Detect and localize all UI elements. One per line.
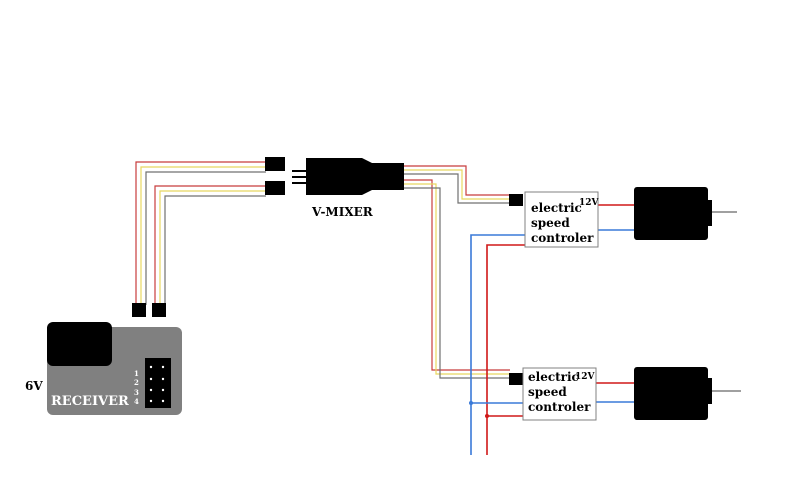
top-esc-line-1: electric xyxy=(531,201,582,215)
mixer-to-top-esc-wires xyxy=(404,165,510,204)
red-junction xyxy=(485,414,489,418)
receiver-connector-1 xyxy=(132,303,146,317)
v-mixer xyxy=(292,158,404,195)
top-esc-voltage: 12V xyxy=(579,198,600,208)
receiver-label: RECEIVER xyxy=(51,394,129,409)
receiver-pins xyxy=(149,365,165,403)
bottom-esc-line-1: electric xyxy=(528,370,579,384)
receiver-connector-2 xyxy=(152,303,166,317)
bottom-esc xyxy=(522,367,597,421)
top-motor xyxy=(634,187,737,240)
bottom-motor xyxy=(634,367,741,420)
receiver xyxy=(47,322,182,415)
mixer-input-connector-2 xyxy=(265,181,285,195)
mixer-input-connector-1 xyxy=(265,157,285,171)
bottom-esc-connector xyxy=(509,373,523,385)
esc-to-motor-wires xyxy=(596,204,634,403)
blue-junction xyxy=(469,401,473,405)
power-wires xyxy=(470,234,525,455)
receiver-voltage-label: 6V xyxy=(25,379,43,393)
receiver-channel-3: 3 xyxy=(134,388,139,397)
top-esc-line-2: speed xyxy=(531,216,570,230)
v-mixer-label: V-MIXER xyxy=(311,205,374,219)
top-esc-connector xyxy=(509,194,523,206)
bottom-esc-line-3: controler xyxy=(528,400,591,414)
receiver-channel-1: 1 xyxy=(134,369,139,378)
mixer-to-bottom-esc-wires xyxy=(404,179,510,379)
bottom-esc-voltage: 12V xyxy=(575,372,596,382)
receiver-channel-4: 4 xyxy=(134,397,139,406)
bottom-esc-line-2: speed xyxy=(528,385,567,399)
receiver-channel-2: 2 xyxy=(134,378,139,387)
top-esc-line-3: controler xyxy=(531,231,594,245)
receiver-antenna-block xyxy=(47,322,112,366)
receiver-to-mixer-wires xyxy=(135,161,266,305)
receiver-pin-header xyxy=(145,358,171,408)
top-esc xyxy=(524,191,599,248)
